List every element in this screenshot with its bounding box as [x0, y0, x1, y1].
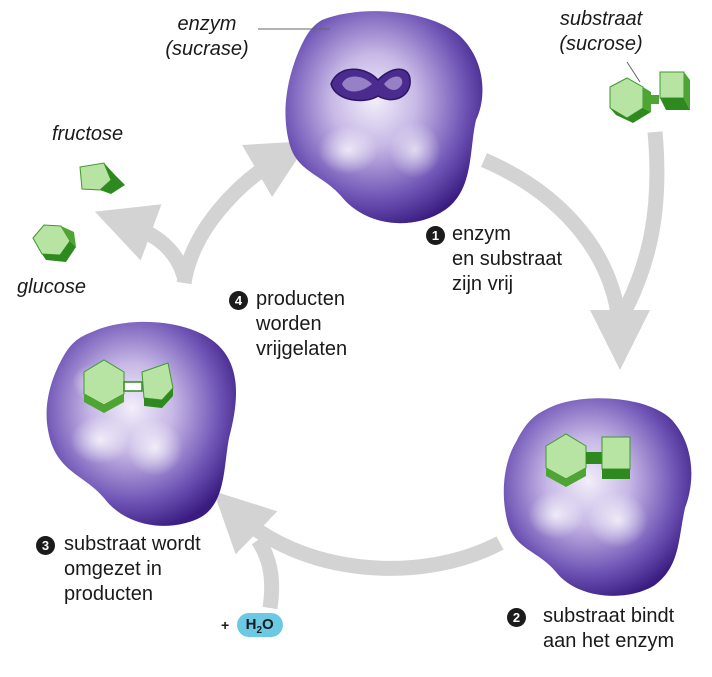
- step-3-label: substraat wordt omgezet in producten: [64, 533, 201, 605]
- enzyme-free: [258, 11, 483, 224]
- step-2-number: 2: [507, 608, 526, 627]
- substrate-label-pointer: [626, 61, 641, 83]
- step-2-label: substraat bindt aan het enzym: [543, 605, 675, 652]
- glycosidic-bond: [586, 452, 602, 464]
- glycosidic-bond: [649, 95, 659, 104]
- step-4-label: producten worden vrijgelaten: [256, 288, 348, 360]
- enzyme-body: [285, 11, 483, 224]
- arrow-step3-to-enzyme: [176, 140, 309, 285]
- arrow-step2-to-step3: [213, 491, 504, 576]
- step-4-number: 4: [229, 291, 248, 310]
- step-1-label: enzym en substraat zijn vrij: [452, 223, 563, 295]
- substrate-label: substraat (sucrose): [559, 8, 643, 55]
- enzyme-label: enzym (sucrase): [165, 13, 249, 60]
- arrow-water-in: [251, 535, 280, 610]
- glucose-label: glucose: [17, 276, 86, 298]
- plus-sign: +: [221, 617, 230, 633]
- cycle-arrows: [94, 131, 665, 610]
- fructose-unit-shape: [659, 71, 685, 99]
- step-3-number: 3: [36, 536, 55, 555]
- fructose-unit-shape: [601, 436, 631, 470]
- substrate-free-sucrose: [609, 61, 690, 123]
- fructose-label: fructose: [52, 123, 124, 145]
- arrow-substrate-into-cycle: [613, 131, 665, 324]
- enzyme-substrate-complex: [503, 398, 692, 596]
- enzyme-body: [503, 398, 692, 596]
- enzyme-with-products: [46, 321, 237, 526]
- arrow-products-out: [94, 204, 192, 279]
- step-1-number: 1: [426, 226, 445, 245]
- product-fructose: [79, 162, 125, 194]
- water-input: + H2O: [221, 613, 283, 639]
- water-molecule-badge: H2O: [236, 613, 283, 637]
- product-glucose: [32, 224, 76, 262]
